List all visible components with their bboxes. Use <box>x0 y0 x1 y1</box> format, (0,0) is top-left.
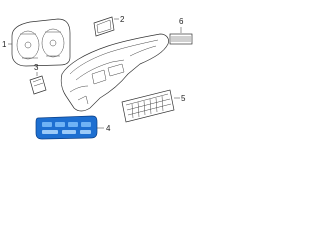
highlighted-control-panel <box>35 115 98 140</box>
callout-6: 6 <box>179 17 184 26</box>
instrument-cluster <box>11 18 71 67</box>
callout-4: 4 <box>106 124 111 133</box>
climate-control-panel <box>121 89 175 123</box>
dashboard <box>60 33 169 112</box>
callout-3: 3 <box>34 63 39 72</box>
control-module-upper <box>169 33 193 45</box>
callout-2: 2 <box>120 15 125 24</box>
parts-diagram: 1 2 6 3 5 <box>2 15 193 140</box>
callout-1: 1 <box>2 40 7 49</box>
switch-unit <box>29 75 47 95</box>
callout-5: 5 <box>181 94 186 103</box>
display-screen <box>93 16 115 37</box>
